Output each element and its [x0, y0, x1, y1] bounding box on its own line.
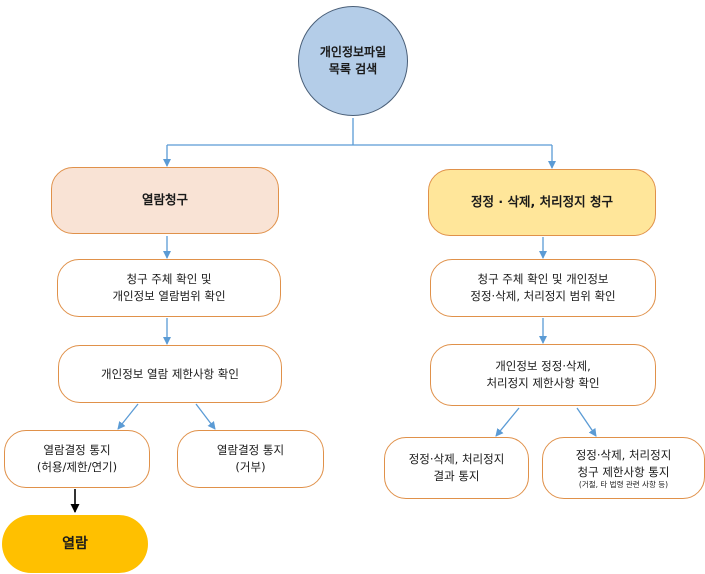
access-notice-deny-line1: 열람결정 통지	[216, 443, 285, 458]
left-verify-line2: 개인정보 열람범위 확인	[112, 289, 226, 303]
correction-result-line1: 정정·삭제, 처리정지	[408, 452, 505, 467]
left-verify-line1: 청구 주체 확인 및	[126, 272, 212, 287]
right-restrict-line1: 개인정보 정정·삭제,	[495, 359, 591, 374]
access-notice-deny-line2: (거부)	[235, 460, 266, 474]
correction-request-node: 정정 · 삭제, 처리정지 청구	[428, 169, 656, 236]
access-notice-deny-node: 열람결정 통지 (거부)	[177, 430, 324, 488]
access-request-label: 열람청구	[141, 192, 188, 208]
correction-limit-line2: 청구 제한사항 통지	[577, 464, 670, 479]
access-label: 열람	[62, 535, 88, 552]
correction-limit-line1: 정정·삭제, 처리정지	[575, 447, 672, 462]
access-node: 열람	[2, 515, 148, 573]
access-notice-allow-node: 열람결정 통지 (허용/제한/연기)	[4, 430, 150, 488]
right-restrict-node: 개인정보 정정·삭제, 처리정지 제한사항 확인	[430, 344, 656, 406]
arrow-to-access-notice-deny	[195, 403, 216, 430]
arrow-to-correction-limit	[576, 407, 597, 437]
start-node-line1: 개인정보파일	[319, 44, 387, 59]
correction-request-label: 정정 · 삭제, 처리정지 청구	[471, 194, 613, 210]
left-restrict-node: 개인정보 열람 제한사항 확인	[58, 345, 282, 403]
left-restrict-label: 개인정보 열람 제한사항 확인	[101, 366, 239, 381]
correction-result-line2: 결과 통지	[433, 469, 480, 483]
right-verify-line1: 청구 주체 확인 및 개인정보	[477, 272, 609, 287]
right-restrict-line2: 처리정지 제한사항 확인	[486, 376, 600, 390]
access-request-node: 열람청구	[51, 167, 279, 234]
right-verify-line2: 정정·삭제, 처리정지 범위 확인	[470, 289, 616, 303]
correction-limit-line3: (거절, 타 법령 관련 사항 등)	[578, 480, 669, 490]
start-node-line2: 목록 검색	[328, 62, 378, 76]
arrow-to-access-notice-allow	[117, 403, 139, 430]
access-notice-allow-line2: (허용/제한/연기)	[36, 460, 118, 474]
arrow-to-correction-result	[495, 407, 520, 437]
access-notice-allow-line1: 열람결정 통지	[43, 443, 111, 458]
